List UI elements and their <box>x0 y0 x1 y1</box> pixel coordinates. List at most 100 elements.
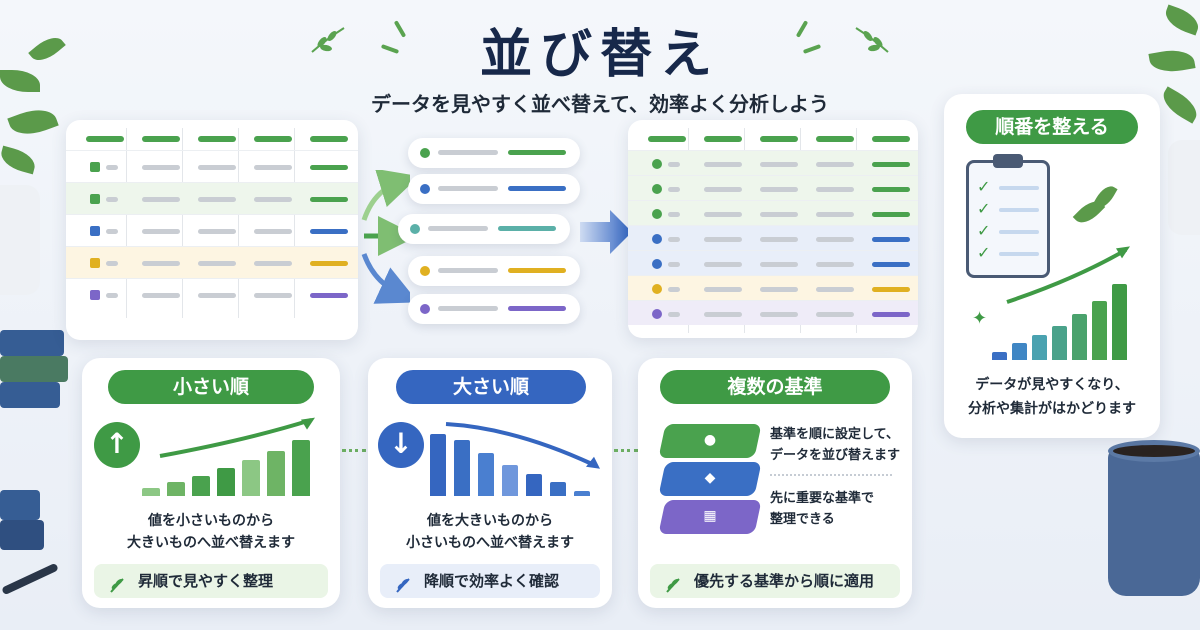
row-marker-icon <box>652 158 662 169</box>
ascending-bar-chart-icon <box>142 416 322 496</box>
chart-bar <box>292 440 310 496</box>
table-cell <box>106 261 118 266</box>
coffee-mug-top <box>1108 440 1200 462</box>
descending-desc: 小さいものへ並べ替えます <box>406 535 574 551</box>
plant-pot-left <box>0 185 40 295</box>
table-cell <box>310 197 348 202</box>
sort-item-pill <box>408 174 580 204</box>
table-row <box>628 275 918 300</box>
descending-badge: 大さい順 <box>396 370 586 404</box>
table-row <box>66 278 358 310</box>
side-panel-badge: 順番を整える <box>966 110 1138 144</box>
chart-bar <box>142 487 160 496</box>
leaf-decoration <box>7 102 59 142</box>
table-cell <box>816 211 854 217</box>
trend-arrow-icon <box>159 417 315 458</box>
table-row <box>628 250 918 275</box>
leaf-sprig-icon <box>394 572 412 593</box>
flow-arrows-icon <box>361 170 410 304</box>
sort-item-value <box>498 226 556 231</box>
side-panel-text: 分析や集計がはかどります <box>968 401 1136 417</box>
table-row <box>66 150 358 182</box>
chart-bar <box>478 452 494 496</box>
table-row <box>66 246 358 278</box>
descending-tip: 降順で効率よく確認 <box>380 564 600 598</box>
ascending-desc: 大きいものへ並べ替えます <box>127 535 295 551</box>
sort-item-value <box>508 268 566 273</box>
leaf-decoration <box>1148 46 1196 76</box>
ascending-tip: 昇順で見やすく整理 <box>94 564 328 598</box>
ascending-desc: 値を小さいものから <box>148 513 274 529</box>
trend-line <box>159 418 312 458</box>
book-decoration <box>0 520 44 550</box>
chart-bar <box>550 482 566 496</box>
table-cell <box>816 286 854 292</box>
table-cell <box>760 186 798 192</box>
table-row <box>628 300 918 325</box>
book-decoration <box>0 356 68 382</box>
row-marker-icon <box>652 283 662 294</box>
trend-arrow-icon <box>445 422 600 469</box>
coffee-mug <box>1108 448 1200 596</box>
leaf-sprig-icon <box>308 24 348 54</box>
ascending-panel: 小さい順 ↑ 値を小さいものから 大きいものへ並べ替えます 昇順で見やすく整理 <box>82 358 340 608</box>
sort-item-pill <box>408 294 580 324</box>
row-marker-icon <box>90 290 100 300</box>
sparkle-decoration <box>802 44 822 54</box>
chart-bar <box>1012 343 1027 360</box>
chart-bar <box>1032 334 1047 360</box>
page-subtitle: データを見やすく並べ替えて、効率よく分析しよう <box>371 92 829 116</box>
row-marker-icon <box>90 194 100 204</box>
row-marker-icon <box>652 258 662 269</box>
table-column-divider <box>238 128 239 318</box>
table-cell <box>816 161 854 167</box>
multi-desc: 基準を順に設定して、 <box>770 427 899 442</box>
sort-item-dot-icon <box>420 184 430 194</box>
table-cell <box>872 236 910 242</box>
sort-item-dot-icon <box>420 304 430 314</box>
side-panel-text: データが見やすくなり、 <box>975 377 1129 393</box>
table-cell <box>142 165 180 170</box>
table-cell <box>872 286 910 292</box>
unsorted-table <box>66 120 358 340</box>
table-cell <box>310 261 348 266</box>
table-row <box>628 175 918 200</box>
chart-bar <box>574 491 590 496</box>
sort-item-pill <box>408 256 580 286</box>
table-cell <box>106 197 118 202</box>
page-title: 並び替え <box>479 25 720 85</box>
sorted-table <box>628 120 918 338</box>
table-cell <box>704 286 742 292</box>
table-cell <box>872 161 910 167</box>
multi-tip: 優先する基準から順に適用 <box>650 564 900 598</box>
table-header-cell <box>816 136 854 142</box>
table-cell <box>198 229 236 234</box>
table-cell <box>760 211 798 217</box>
row-marker-icon <box>652 308 662 319</box>
table-cell <box>668 186 680 192</box>
table-cell <box>198 197 236 202</box>
table-cell <box>106 229 118 234</box>
table-cell <box>142 261 180 266</box>
table-cell <box>816 186 854 192</box>
table-cell <box>760 161 798 167</box>
sparkle-icon: ✦ <box>972 308 988 329</box>
table-cell <box>668 286 680 292</box>
leaf-sprig-icon <box>108 572 126 593</box>
table-cell <box>668 261 680 267</box>
table-header-cell <box>198 136 236 142</box>
divider <box>770 474 892 476</box>
table-cell <box>872 261 910 267</box>
table-column-divider <box>294 128 295 318</box>
chart-bar <box>242 459 260 496</box>
table-cell <box>142 229 180 234</box>
table-cell <box>704 311 742 317</box>
row-marker-icon <box>90 258 100 268</box>
sort-item-dot-icon <box>420 266 430 276</box>
growth-bar-chart-icon <box>992 244 1144 360</box>
table-cell <box>816 311 854 317</box>
trend-line <box>1006 248 1128 304</box>
sort-item-dot-icon <box>420 148 430 158</box>
chart-bar <box>430 434 446 496</box>
sparkle-decoration <box>393 20 407 38</box>
